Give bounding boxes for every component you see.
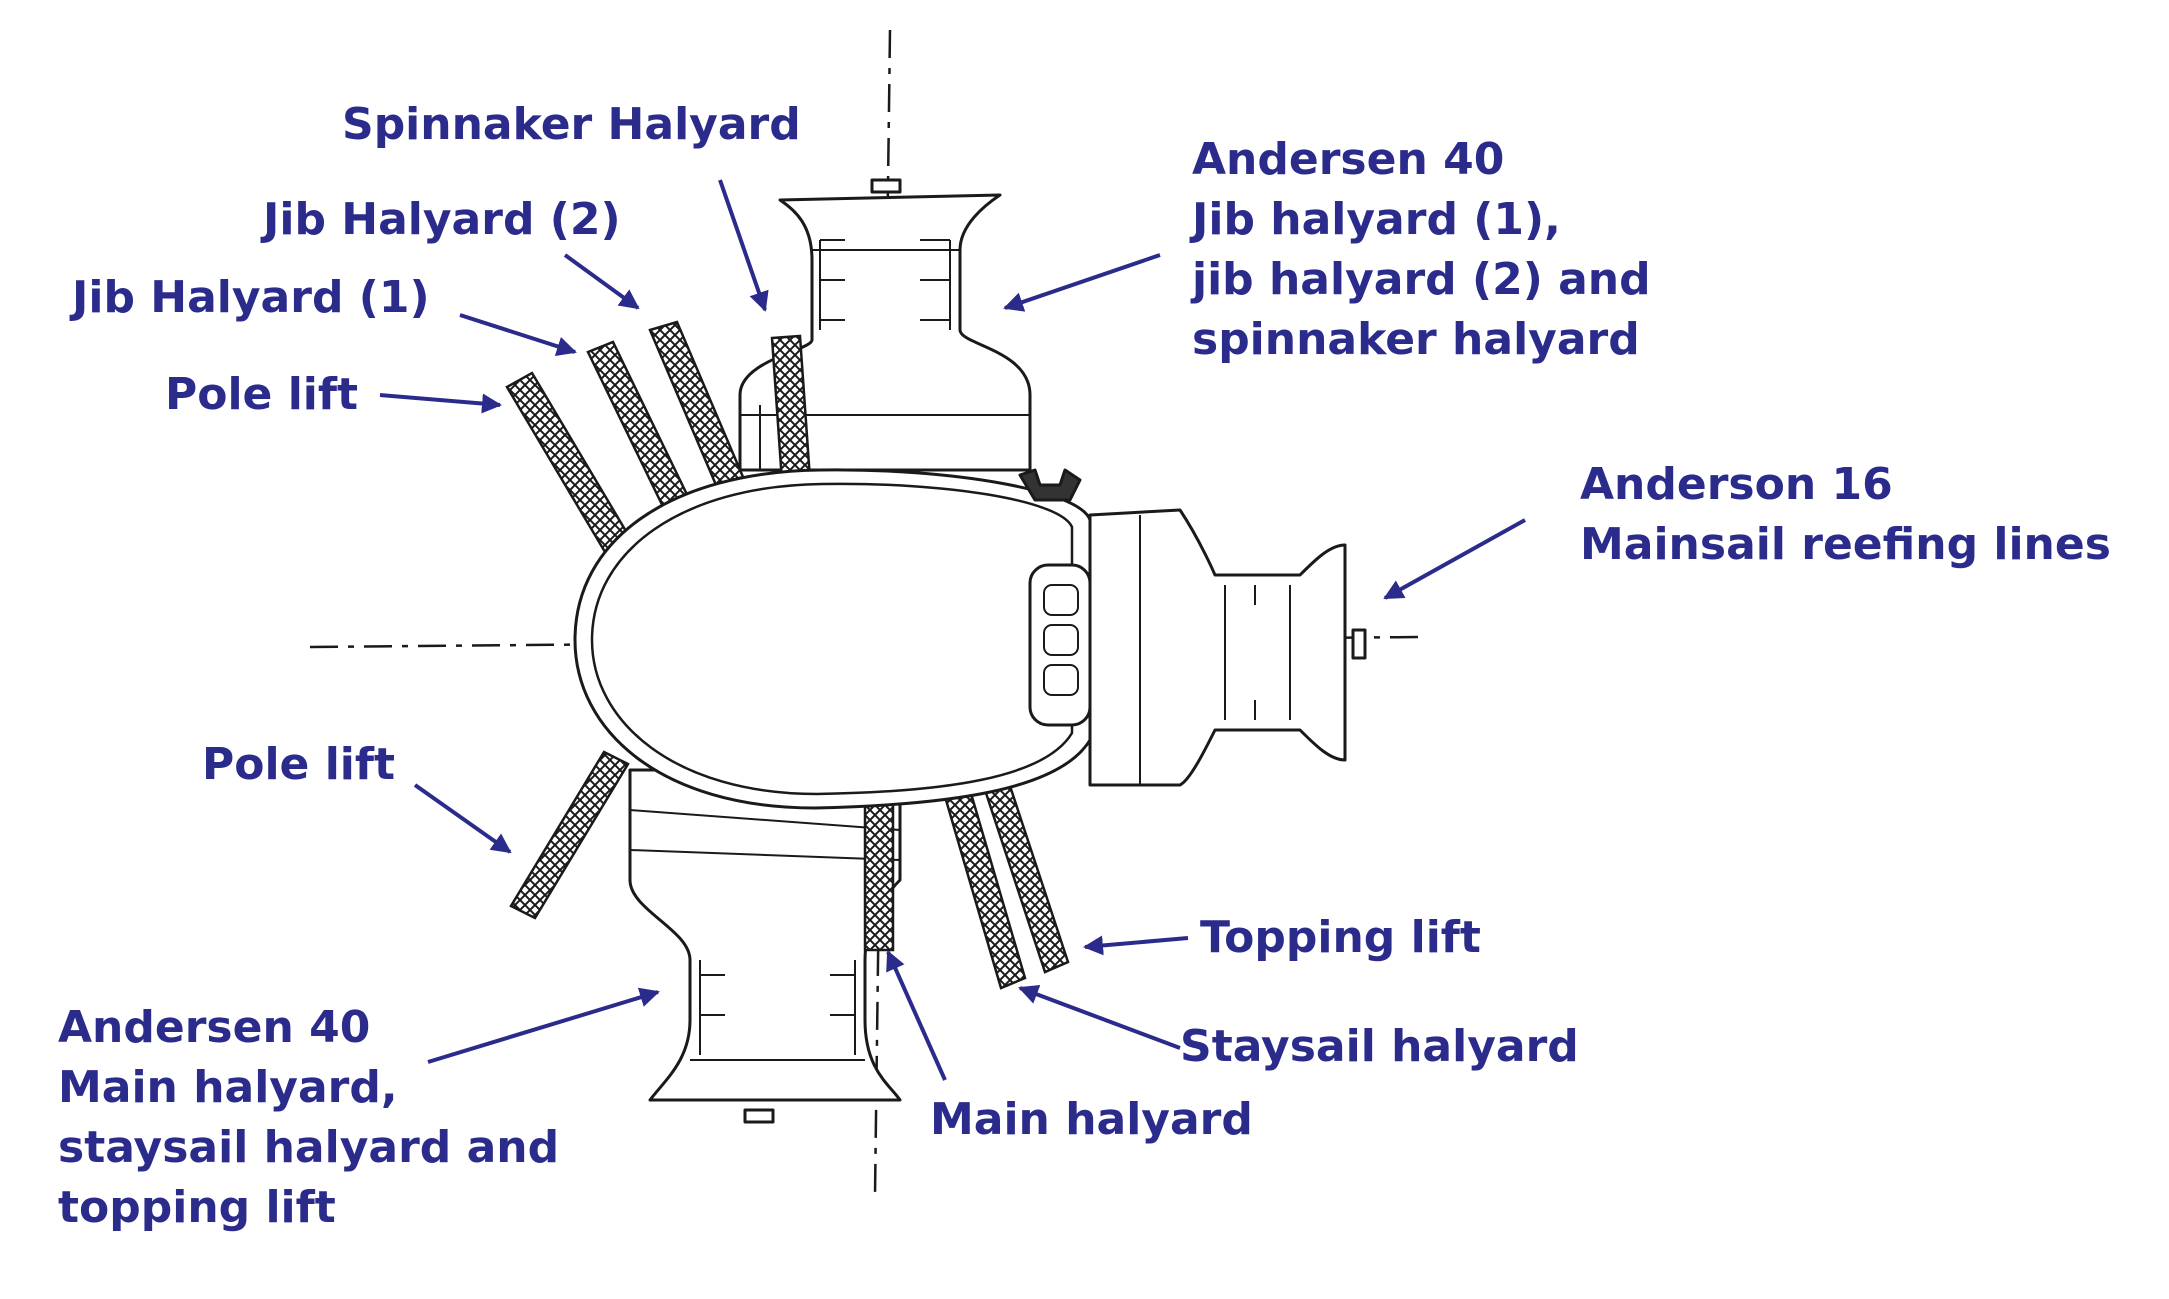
arrow-pole-lift-bottom <box>413 783 512 854</box>
label-staysail-halyard: Staysail halyard <box>1180 1021 1579 1072</box>
label-topping-lift: Topping lift <box>1200 912 1481 963</box>
label-line: Andersen 40 <box>1192 134 1505 185</box>
label-andersen-40-bottom: Andersen 40 Main halyard, staysail halya… <box>58 998 559 1238</box>
label-line: Main halyard, <box>58 1062 398 1113</box>
label-andersen-40-top: Andersen 40 Jib halyard (1), jib halyard… <box>1192 130 1651 370</box>
bottom-winch <box>628 768 902 1124</box>
top-winch <box>738 178 1032 472</box>
pointer-arrows <box>379 179 1526 1081</box>
arrow-staysail-halyard <box>1018 984 1181 1050</box>
label-anderson-16: Anderson 16 Mainsail reefing lines <box>1580 455 2111 575</box>
label-jib-halyard-2: Jib Halyard (2) <box>263 194 621 245</box>
label-line: Andersen 40 <box>58 1002 371 1053</box>
label-line: spinnaker halyard <box>1192 314 1640 365</box>
label-main-halyard: Main halyard <box>930 1094 1253 1145</box>
arrow-topping-lift <box>1083 935 1189 956</box>
label-line: Jib halyard (1), <box>1192 194 1561 245</box>
label-line: jib halyard (2) and <box>1192 254 1651 305</box>
side-winch <box>1088 508 1367 787</box>
rope-pole-lift-bottom <box>509 750 630 920</box>
arrow-pole-lift-top <box>379 393 502 414</box>
label-pole-lift-top: Pole lift <box>165 369 359 420</box>
label-line: Anderson 16 <box>1580 459 1893 510</box>
arrow-andersen-40-top <box>1003 253 1161 312</box>
label-pole-lift-bottom: Pole lift <box>202 739 396 790</box>
label-spinnaker-halyard: Spinnaker Halyard <box>342 99 801 150</box>
label-jib-halyard-1: Jib Halyard (1) <box>72 272 430 323</box>
mast-section <box>573 468 1092 810</box>
arrow-jib-halyard-1 <box>459 313 577 357</box>
label-line: Mainsail reefing lines <box>1580 519 2111 570</box>
arrow-jib-halyard-2 <box>563 253 640 310</box>
arrow-andersen-40-bottom <box>427 987 660 1064</box>
arrow-anderson-16 <box>1383 518 1526 600</box>
arrow-spinnaker-halyard <box>718 179 769 312</box>
label-line: staysail halyard and <box>58 1122 560 1173</box>
arrow-main-halyard <box>886 950 947 1081</box>
label-line: topping lift <box>58 1182 336 1233</box>
